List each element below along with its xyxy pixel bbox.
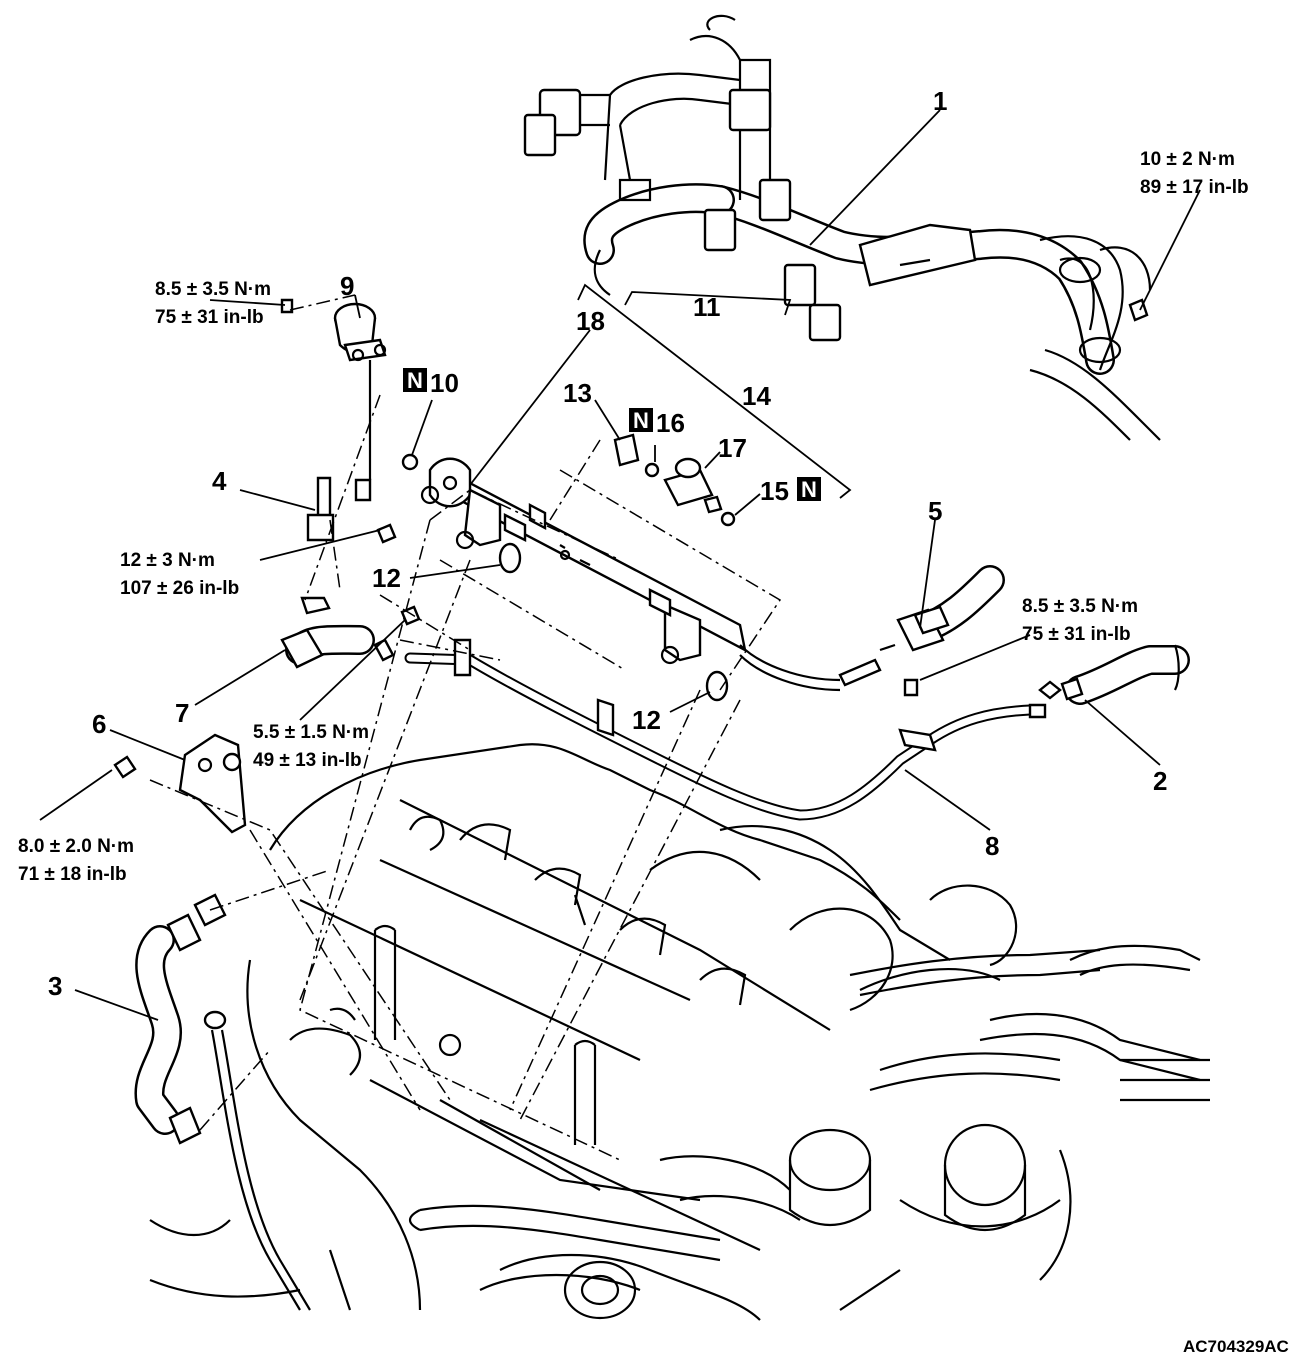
callout-5: 5 — [928, 496, 942, 526]
callout-4: 4 — [212, 466, 227, 496]
group-brackets — [577, 283, 852, 499]
new-part-mark-16: N — [629, 408, 653, 433]
callout-9: 9 — [340, 271, 354, 301]
callout-11: 11 — [693, 292, 721, 322]
torque-3-nm: 12 ± 3 N·m — [120, 550, 215, 571]
svg-text:N: N — [801, 477, 817, 502]
small-parts — [376, 298, 1149, 702]
callout-7: 7 — [175, 698, 189, 728]
new-part-markers: N N N — [403, 368, 821, 502]
torque-1-inlb: 89 ± 17 in-lb — [1140, 177, 1249, 198]
oring-10 — [401, 453, 419, 471]
assembly-lines — [149, 294, 782, 1161]
torque-specs: 10 ± 2 N·m 89 ± 17 in-lb 8.5 ± 3.5 N·m 7… — [18, 149, 1249, 885]
callout-12b: 12 — [632, 705, 661, 735]
callout-numbers: 1 2 3 4 5 6 7 8 9 10 11 12 12 13 14 15 1… — [48, 86, 1167, 1001]
callout-10: 10 — [430, 368, 459, 398]
callout-2: 2 — [1153, 766, 1167, 796]
svg-text:N: N — [633, 408, 649, 433]
callout-16: 16 — [656, 408, 685, 438]
callout-18: 18 — [576, 306, 605, 336]
insulator-12a — [498, 542, 522, 574]
torque-3-inlb: 107 ± 26 in-lb — [120, 578, 239, 599]
torque-1-nm: 10 ± 2 N·m — [1140, 149, 1235, 170]
hose-3 — [134, 893, 311, 1311]
wiring-harness — [523, 14, 1161, 441]
fuel-pipe — [404, 638, 1047, 821]
torque-4-nm: 8.5 ± 3.5 N·m — [1022, 596, 1138, 617]
new-part-mark-10: N — [403, 368, 427, 393]
svg-text:N: N — [407, 368, 423, 393]
oring-16 — [644, 462, 660, 478]
callout-12a: 12 — [372, 563, 401, 593]
torque-5-inlb: 49 ± 13 in-lb — [253, 750, 362, 771]
leader-lines — [39, 109, 1201, 1021]
bracket-6 — [113, 733, 247, 834]
torque-6-inlb: 71 ± 18 in-lb — [18, 864, 127, 885]
torque-2-inlb: 75 ± 31 in-lb — [155, 307, 264, 328]
torque-5-nm: 5.5 ± 1.5 N·m — [253, 722, 369, 743]
clip-13 — [613, 433, 640, 467]
engine-block — [149, 743, 1210, 1321]
hose-7 — [280, 624, 395, 669]
insulator-12b — [705, 670, 729, 702]
tube-4 — [300, 476, 335, 615]
sensor-9 — [280, 298, 387, 502]
torque-4-inlb: 75 ± 31 in-lb — [1022, 624, 1131, 645]
new-part-mark-15: N — [797, 477, 821, 502]
fuel-hose-connector — [879, 565, 1005, 652]
torque-2-nm: 8.5 ± 3.5 N·m — [155, 279, 271, 300]
callout-8: 8 — [985, 831, 999, 861]
torque-6-nm: 8.0 ± 2.0 N·m — [18, 836, 134, 857]
callout-17: 17 — [718, 433, 747, 463]
callout-14: 14 — [742, 381, 771, 411]
callout-6: 6 — [92, 709, 106, 739]
hose-2 — [1038, 644, 1190, 705]
bolt-12 — [376, 523, 397, 544]
oring-15 — [720, 511, 736, 527]
fuel-rail — [420, 457, 882, 692]
bolt-85 — [903, 678, 919, 697]
callout-1: 1 — [933, 86, 947, 116]
figure-code: AC704329AC — [1183, 1337, 1289, 1356]
callout-15: 15 — [760, 476, 789, 506]
callout-3: 3 — [48, 971, 62, 1001]
callout-13: 13 — [563, 378, 592, 408]
